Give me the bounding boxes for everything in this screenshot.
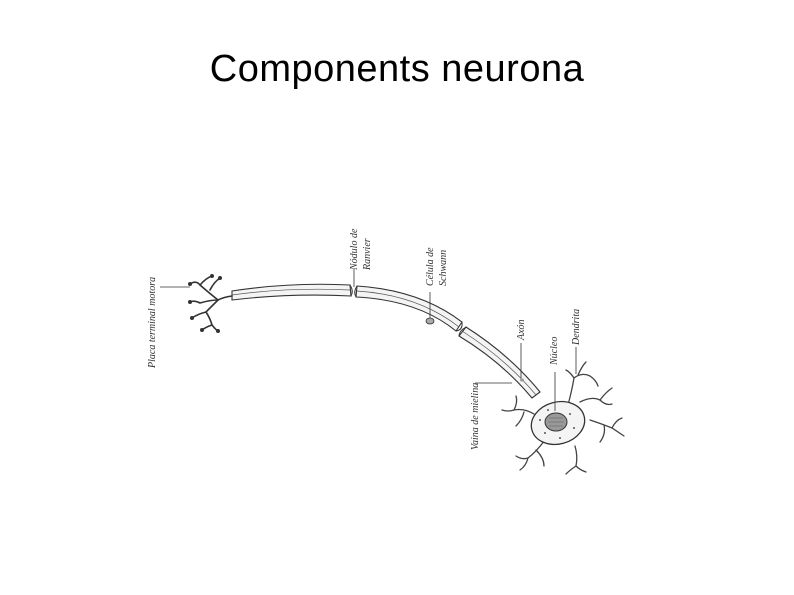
cytoplasm-granules (539, 409, 575, 439)
label-vaina-mielina: Vaina de mielina (470, 383, 481, 450)
label-dendrita: Dendrita (571, 309, 582, 346)
terminal-boutons (188, 274, 222, 333)
myelin-dot (520, 378, 524, 382)
axon-terminal (189, 275, 233, 332)
label-nodulo-ranvier-line1: Nódulo de (349, 228, 360, 271)
nodes-of-ranvier (349, 284, 467, 337)
myelin-segment-1 (231, 283, 352, 301)
nucleus-texture (548, 417, 564, 427)
schwann-cell-nucleus (425, 317, 435, 325)
slide-title: Components neurona (209, 48, 585, 90)
label-nucleo: Núcleo (549, 337, 560, 366)
leader-lines (160, 269, 577, 411)
label-celula-schwann-line2: Schwann (438, 250, 449, 286)
label-nodulo-ranvier-line2: Ranvier (362, 238, 373, 271)
dendrites (501, 361, 625, 475)
label-placa-terminal-motora: Placa terminal motora (147, 277, 158, 369)
myelin-sheath (231, 283, 541, 399)
label-axon: Axón (516, 319, 527, 341)
label-celula-schwann-line1: Célula de (425, 247, 436, 286)
axon-core (231, 288, 537, 396)
myelin-segment-3 (458, 326, 541, 399)
